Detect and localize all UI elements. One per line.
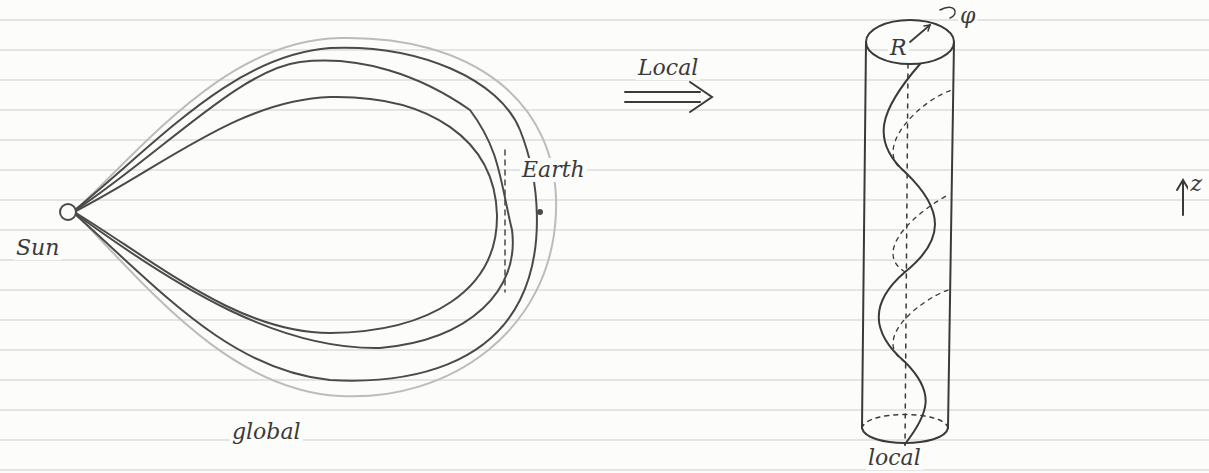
dashed-line [504, 150, 506, 292]
outer-loop [76, 38, 556, 396]
earth-dot [538, 210, 542, 214]
sun-circle [60, 204, 76, 220]
arrow-label: Local [636, 56, 700, 80]
axis-label: z [1188, 172, 1204, 196]
flux-rope-global [60, 38, 556, 396]
loop [76, 97, 497, 333]
radius-label: R [888, 36, 909, 60]
implies-arrow [625, 82, 712, 112]
global-label: global [230, 420, 303, 444]
loop [76, 48, 537, 381]
cylinder [862, 7, 955, 446]
earth-label: Earth [520, 158, 587, 182]
sun-label: Sun [14, 236, 61, 260]
local-label: local [866, 446, 923, 470]
angle-label: φ [958, 4, 977, 28]
loop [76, 61, 513, 348]
ruled-lines [0, 20, 1209, 470]
z-axis-arrow [1177, 180, 1189, 215]
